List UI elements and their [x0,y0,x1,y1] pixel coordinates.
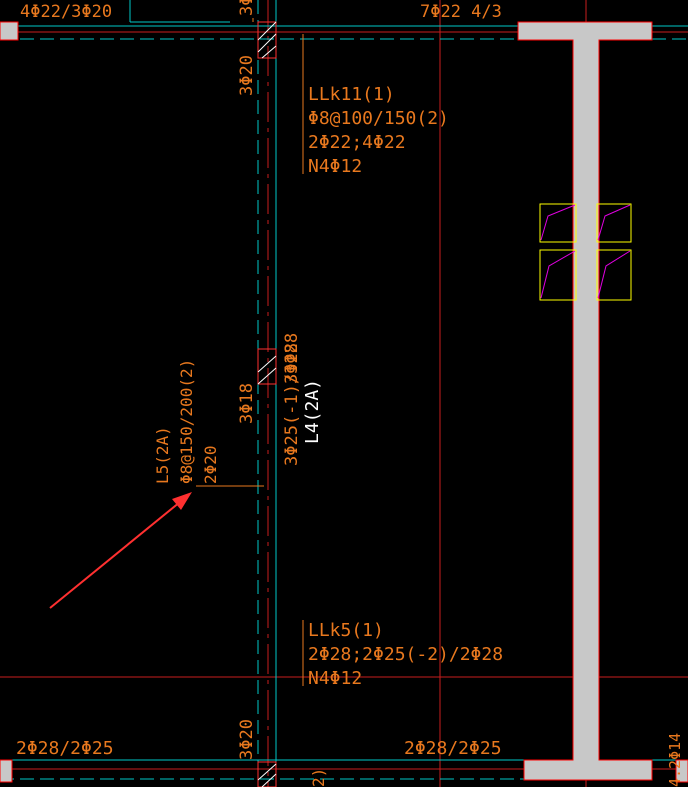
llk11-stirrup: Φ8@100/150(2) [308,108,449,129]
column-bottom-right [675,759,688,783]
l5-name: L5(2A) [153,426,172,484]
arrow-shaft [49,501,181,609]
mid-3phi28-label: 3Φ28 [282,343,302,384]
l5-stirrup: Φ8@150/200(2) [177,359,196,484]
leader-lines [196,18,304,686]
column-top-left [0,21,19,41]
mid-3phi25-label: 3Φ25(-1)/3Φ28 [282,333,302,466]
right-edge-label: 4.2Φ14 [666,733,684,787]
opening-diag-3 [540,250,576,299]
llk11-side: N4Φ12 [308,156,362,177]
llk11-name: LLk11(1) [308,84,395,105]
opening-diag-1 [540,204,576,241]
hatch-block-bottom [257,761,277,787]
i-section-wall [517,21,653,781]
llk11-main: 2Φ22;4Φ22 [308,132,406,153]
top-left-rebar-label: 4Φ22/3Φ20 [20,2,112,22]
opening-diag-2 [597,204,631,241]
opening-boxes [539,203,632,301]
opening-diag-4 [597,250,631,299]
hatch-blocks [257,21,277,787]
opening-box-1 [539,203,577,243]
bottom-left-rebar-label: 2Φ28/2Φ25 [16,738,114,759]
llk5-side: N4Φ12 [308,668,362,689]
pointer-arrow [49,492,192,609]
arrow-head [172,492,192,510]
column-bottom-left [0,759,13,783]
top-right-rebar-label: 7Φ22 4/3 [420,2,502,22]
llk5-main: 2Φ28;2Φ25(-2)/2Φ28 [308,644,503,665]
lower-3phi20-label: 3Φ20 [237,719,257,760]
column-wall [0,21,688,783]
bottom-paren-label: 2) [309,768,328,787]
l5-main: 2Φ20 [201,445,220,484]
opening-box-4 [596,249,632,301]
upper-3phi20-label: 3Φ20 [237,55,257,96]
hatch-block-top [257,21,277,59]
opening-box-3 [539,249,577,301]
l4-name: L4(2A) [302,379,323,444]
llk5-name: LLk5(1) [308,620,384,641]
top-stub-label: 3Φ [237,0,257,16]
mid-3phi18-label: 3Φ18 [237,383,257,424]
opening-box-2 [596,203,632,243]
bottom-right-rebar-label: 2Φ28/2Φ25 [404,738,502,759]
hatch-block-mid [257,348,277,385]
